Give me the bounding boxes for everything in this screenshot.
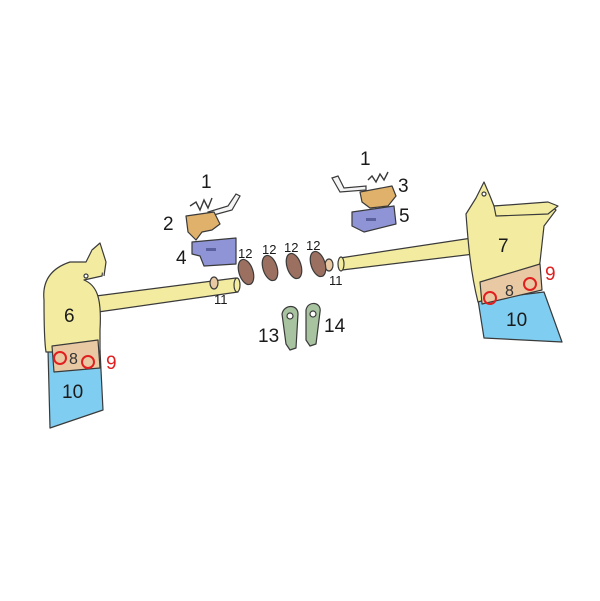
right-bolt-b xyxy=(523,277,537,291)
left-bushing xyxy=(209,276,219,290)
right-spring xyxy=(367,171,389,184)
label-8-right: 8 xyxy=(505,283,514,300)
left-frame-ear xyxy=(91,242,107,277)
right-tube xyxy=(339,237,475,271)
left-bolt-a xyxy=(53,351,67,365)
bushing-12b xyxy=(261,254,279,282)
label-7: 7 xyxy=(498,236,509,257)
label-12a: 12 xyxy=(238,246,252,261)
link-13-hole xyxy=(286,312,294,320)
left-hex-key xyxy=(207,193,241,217)
label-10-left: 10 xyxy=(62,382,83,403)
label-9-right: 9 xyxy=(545,264,556,285)
label-8-left: 8 xyxy=(69,351,78,368)
label-2: 2 xyxy=(163,214,174,235)
right-tube-end xyxy=(337,256,345,272)
link-14 xyxy=(305,302,321,347)
right-hex-key xyxy=(331,175,367,193)
left-spring xyxy=(189,197,213,212)
label-13: 13 xyxy=(258,326,279,347)
bushing-12d xyxy=(309,250,327,278)
label-9-left: 9 xyxy=(106,353,117,374)
label-14: 14 xyxy=(324,316,346,337)
label-11-left: 11 xyxy=(214,292,228,307)
left-hinge xyxy=(185,211,221,241)
label-6: 6 xyxy=(64,306,75,327)
bushing-12a xyxy=(237,258,255,286)
left-plate xyxy=(51,339,101,373)
bushing-12c xyxy=(285,252,303,280)
right-bracket-slot xyxy=(366,218,376,221)
left-bracket-slot xyxy=(206,248,216,251)
left-bracket xyxy=(191,237,237,267)
right-hinge xyxy=(359,185,397,209)
label-12c: 12 xyxy=(284,240,298,255)
right-frame-top xyxy=(493,201,559,217)
link-13 xyxy=(281,305,299,351)
label-3: 3 xyxy=(398,176,409,197)
label-12d: 12 xyxy=(306,238,320,253)
right-bolt-a xyxy=(483,291,497,305)
link-14-hole xyxy=(309,310,317,318)
left-frame-hole xyxy=(83,273,89,279)
label-4: 4 xyxy=(176,248,187,269)
label-1-right: 1 xyxy=(360,149,371,170)
left-frame xyxy=(43,245,105,353)
label-12b: 12 xyxy=(262,242,276,257)
label-1-left: 1 xyxy=(201,172,212,193)
right-frame-hole xyxy=(481,191,487,197)
left-tube-end xyxy=(233,277,241,293)
label-5: 5 xyxy=(399,206,410,227)
label-11-right: 11 xyxy=(329,273,343,288)
label-10-right: 10 xyxy=(506,310,527,331)
left-bolt-b xyxy=(81,355,95,369)
